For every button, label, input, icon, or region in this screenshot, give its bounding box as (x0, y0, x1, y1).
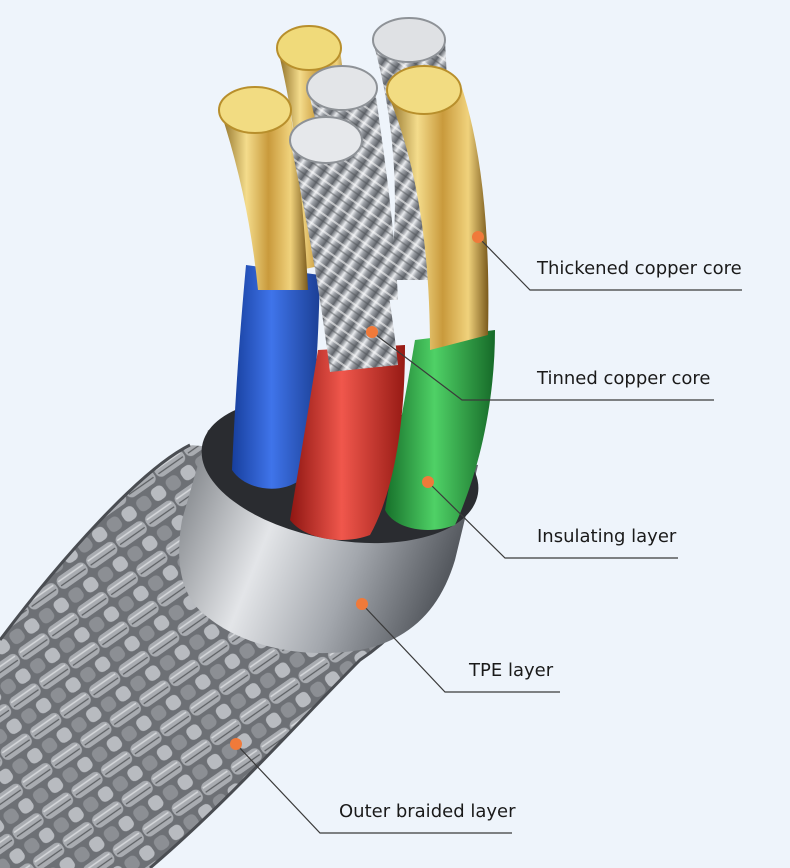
tin-core-front (290, 140, 398, 372)
leader-tpe (361, 603, 560, 693)
label-thickened-copper-core: Thickened copper core (536, 258, 742, 279)
leader-tinned (371, 331, 714, 401)
green-wire (385, 330, 495, 530)
leader-braided (235, 743, 512, 834)
dot-tpe (356, 598, 368, 610)
label-tpe-layer: TPE layer (468, 660, 554, 681)
dot-insulating (422, 476, 434, 488)
dot-braided (230, 738, 242, 750)
label-outer-braided-layer: Outer braided layer (339, 801, 516, 822)
blue-wire (232, 265, 320, 489)
red-wire (290, 345, 405, 540)
gold-core-right (387, 88, 489, 350)
leader-lines (235, 236, 742, 834)
label-tinned-copper-core: Tinned copper core (536, 368, 710, 389)
leader-thickened (477, 236, 742, 291)
dot-thickened (472, 231, 484, 243)
marker-dots (230, 231, 484, 750)
gold-core-left (220, 110, 308, 290)
leader-insulating (427, 481, 678, 559)
label-insulating-layer: Insulating layer (537, 526, 677, 547)
dot-tinned (366, 326, 378, 338)
